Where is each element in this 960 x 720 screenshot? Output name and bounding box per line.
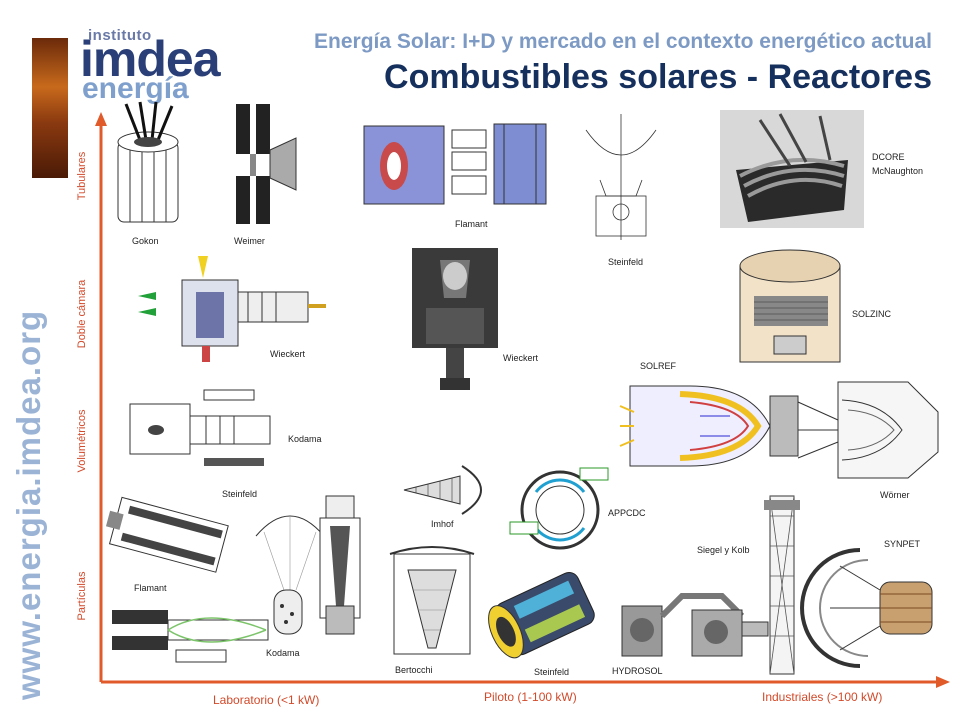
reactor-wieckert-center-figure xyxy=(412,248,498,390)
reactor-label-kodama-bottom: Kodama xyxy=(266,648,300,658)
reactor-label-solref: SOLREF xyxy=(640,361,677,371)
reactor-weimer-figure xyxy=(236,104,297,224)
reactor-label-dcore: DCORE McNaughton xyxy=(872,152,924,176)
reactor-kodama-top-figure xyxy=(129,389,271,466)
reactor-imhof-figure xyxy=(403,465,482,515)
reactor-worner-figure xyxy=(797,381,939,479)
reactor-hydrosol-figure xyxy=(621,593,769,657)
reactor-label-synpet: SYNPET xyxy=(884,539,921,549)
x-label-laboratorio: Laboratorio (<1 kW) xyxy=(213,693,320,707)
reactor-siegel-kolb-figure xyxy=(764,495,800,675)
page-title: Combustibles solares - Reactores xyxy=(384,58,932,96)
reactor-label-bertocchi: Bertocchi xyxy=(395,665,433,675)
reactor-flamant-bottom-figure xyxy=(112,610,269,663)
reactor-label-steinfeld-top: Steinfeld xyxy=(608,257,644,267)
reactor-label-siegel-kolb: Siegel y Kolb xyxy=(697,545,750,555)
reactor-label-steinfeld-left: Steinfeld xyxy=(222,489,258,499)
page-subtitle: Energía Solar: I+D y mercado en el conte… xyxy=(314,30,932,53)
logo-imdea: imdea xyxy=(80,31,221,87)
reactor-label-hydrosol: HYDROSOL xyxy=(612,666,663,676)
reactor-label-wieckert-center: Wieckert xyxy=(503,353,539,363)
logo-image-strip xyxy=(32,38,68,178)
reactor-solzinc-figure xyxy=(739,249,841,363)
reactor-kodama-bottom-figure xyxy=(255,495,361,635)
reactor-label-imhof: Imhof xyxy=(431,519,454,529)
reactor-label-appcdc: APPCDC xyxy=(608,508,646,518)
y-label-doble-camara: Doble cámara xyxy=(76,279,88,349)
y-label-particulas: Partículas xyxy=(76,571,88,621)
y-label-volumetricos: Volumétricos xyxy=(76,409,88,473)
reactor-solref-figure xyxy=(619,385,799,467)
x-label-piloto: Piloto (1-100 kW) xyxy=(484,690,577,704)
reactor-label-worner: Wörner xyxy=(880,490,910,500)
reactor-appcdc-figure xyxy=(509,467,609,550)
reactor-label-solzinc: SOLZINC xyxy=(852,309,892,319)
reactor-label-flamant-top: Flamant xyxy=(455,219,488,229)
reactor-synpet-figure xyxy=(800,548,933,668)
reactor-label-flamant-bottom: Flamant xyxy=(134,583,167,593)
reactor-gokon-figure xyxy=(117,101,179,223)
x-label-industriales: Industriales (>100 kW) xyxy=(762,690,883,704)
reactor-label-gokon: Gokon xyxy=(132,236,159,246)
reactor-label-weimer: Weimer xyxy=(234,236,265,246)
reactor-wieckert-left-figure xyxy=(138,256,326,362)
reactor-label-steinfeld-bottom: Steinfeld xyxy=(534,667,570,677)
reactor-label-wieckert-left: Wieckert xyxy=(270,349,306,359)
reactor-steinfeld-top-figure xyxy=(585,114,657,240)
reactor-dcore-figure xyxy=(720,110,864,228)
reactor-bertocchi-figure xyxy=(389,546,475,655)
reactor-steinfeld-left-figure xyxy=(105,496,229,573)
y-label-tubulares: Tubulares xyxy=(76,151,88,201)
reactor-label-kodama-top: Kodama xyxy=(288,434,322,444)
logo-energia: energía xyxy=(82,72,189,105)
reactor-steinfeld-bottom-figure xyxy=(488,571,595,659)
reactor-flamant-top-figure xyxy=(363,123,547,205)
logo-instituto: instituto xyxy=(88,27,152,44)
